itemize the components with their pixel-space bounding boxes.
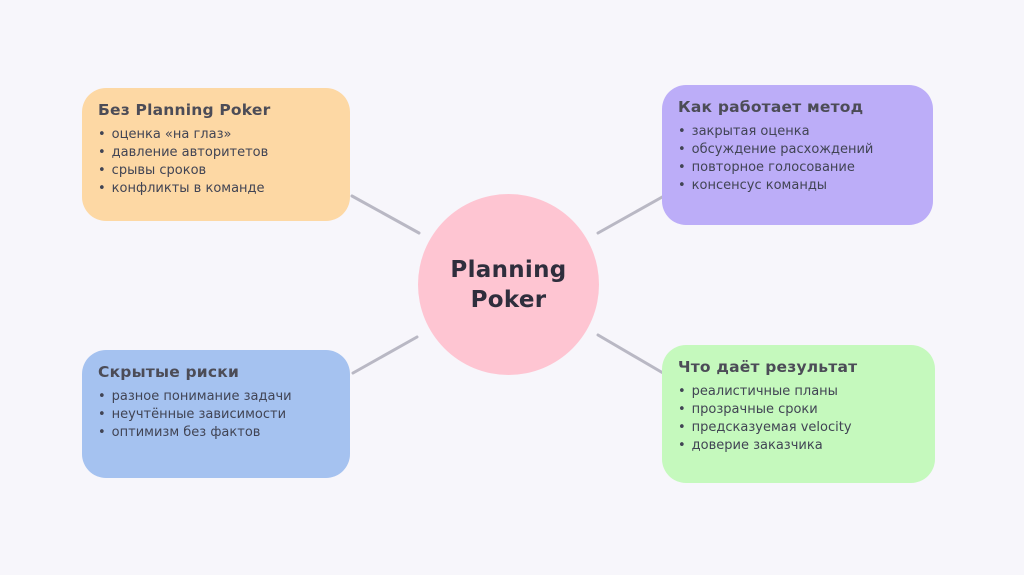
node-list: реалистичные планы прозрачные сроки пред… [678, 383, 919, 455]
bullet-item: реалистичные планы [678, 383, 919, 401]
bullet-item: неучтённые зависимости [98, 406, 334, 424]
bullet-item: прозрачные сроки [678, 401, 919, 419]
node-list: разное понимание задачи неучтённые завис… [98, 388, 334, 442]
bullet-item: срывы сроков [98, 162, 334, 180]
connector-top-right [596, 194, 666, 235]
bullet-item: предсказуемая velocity [678, 419, 919, 437]
center-node-planning-poker[interactable]: Planning Poker [418, 194, 599, 375]
node-box-results[interactable]: Что даёт результат реалистичные планы пр… [662, 345, 935, 483]
bullet-item: конфликты в команде [98, 180, 334, 198]
node-box-without-planning-poker[interactable]: Без Planning Poker оценка «на глаз» давл… [82, 88, 350, 221]
bullet-item: консенсус команды [678, 177, 917, 195]
node-list: закрытая оценка обсуждение расхождений п… [678, 123, 917, 195]
bullet-item: оценка «на глаз» [98, 126, 334, 144]
center-label-line2: Poker [470, 286, 547, 313]
connector-top-left [350, 194, 421, 235]
bullet-item: оптимизм без фактов [98, 424, 334, 442]
node-box-hidden-risks[interactable]: Скрытые риски разное понимание задачи не… [82, 350, 350, 478]
bullet-item: обсуждение расхождений [678, 141, 917, 159]
bullet-item: повторное голосование [678, 159, 917, 177]
bullet-item: закрытая оценка [678, 123, 917, 141]
node-title: Скрытые риски [98, 363, 240, 381]
center-label-line1: Planning [450, 256, 567, 283]
node-title: Что даёт результат [678, 358, 858, 376]
connector-bottom-left [351, 335, 419, 375]
center-node-label: Planning Poker [450, 255, 566, 315]
connector-bottom-right [596, 333, 665, 375]
node-title: Без Planning Poker [98, 101, 271, 119]
node-title: Как работает метод [678, 98, 864, 116]
bullet-item: разное понимание задачи [98, 388, 334, 406]
bullet-item: давление авторитетов [98, 144, 334, 162]
bullet-item: доверие заказчика [678, 437, 919, 455]
node-list: оценка «на глаз» давление авторитетов ср… [98, 126, 334, 198]
node-box-how-method-works[interactable]: Как работает метод закрытая оценка обсуж… [662, 85, 933, 225]
